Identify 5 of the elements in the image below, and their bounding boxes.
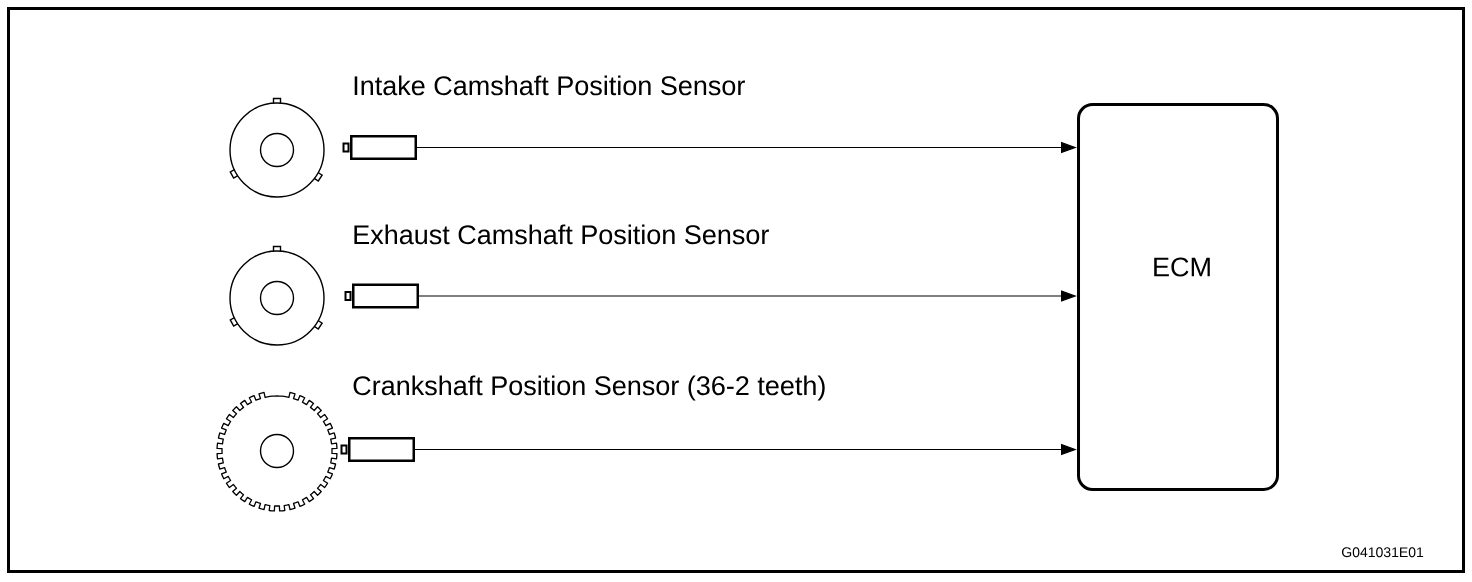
sensor-label: Exhaust Camshaft Position Sensor xyxy=(354,224,769,245)
figure-code: G041031E01 xyxy=(1342,547,1424,558)
sensor-label: Crankshaft Position Sensor (36-2 teeth) xyxy=(353,375,825,401)
module-box: ECM xyxy=(1077,103,1279,491)
sensor-label: Intake Camshaft Position Sensor xyxy=(354,75,745,96)
